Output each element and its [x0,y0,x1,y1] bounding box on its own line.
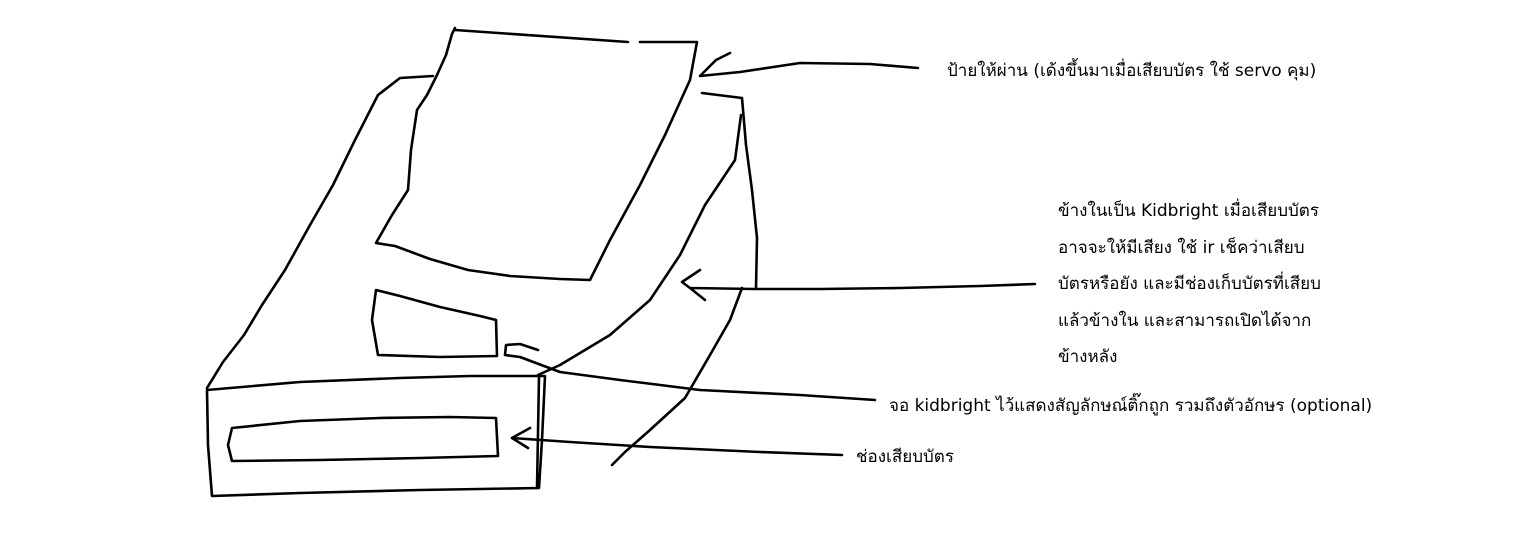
screen-outline [370,288,499,359]
inside-line: ข้างในเป็น Kidbright เมื่อเสียบบัตร [1058,201,1319,221]
inside-description: ข้างในเป็น Kidbright เมื่อเสียบบัตร อาจจ… [1058,193,1321,376]
base-box-edge [535,375,541,490]
inside-line: บัตรหรือยัง และมีช่องเก็บบัตรที่เสียบ [1058,274,1321,294]
screen-leader [503,342,877,402]
gate-sign-leader [698,51,920,78]
inside-line: อาจจะให้มีเสียง ใช้ ir เช็คว่าเสียบ [1058,237,1305,258]
inside-line: แล้วข้างใน และสามารถเปิดได้จาก [1058,310,1312,331]
card-slot-outline [226,415,500,463]
body-right-outline [700,91,759,290]
gate-sign-outline [374,26,699,282]
card-slot-leader [510,426,844,457]
body-back-contour [610,286,744,467]
body-left-outline [205,74,435,390]
base-box-outline [205,374,547,498]
body-inner-contour [536,113,743,377]
inside-line: ข้างหลัง [1058,347,1118,367]
gate-sign-label: ป้ายให้ผ่าน (เด้งขึ้นมาเมื่อเสียบบัตร ใช… [947,61,1317,81]
card-slot-label: ช่องเสียบบัตร [856,447,954,467]
inside-leader [680,268,1037,302]
screen-label: จอ kidbright ไว้แสดงสัญลักษณ์ติ๊กถูก รวม… [889,396,1373,416]
